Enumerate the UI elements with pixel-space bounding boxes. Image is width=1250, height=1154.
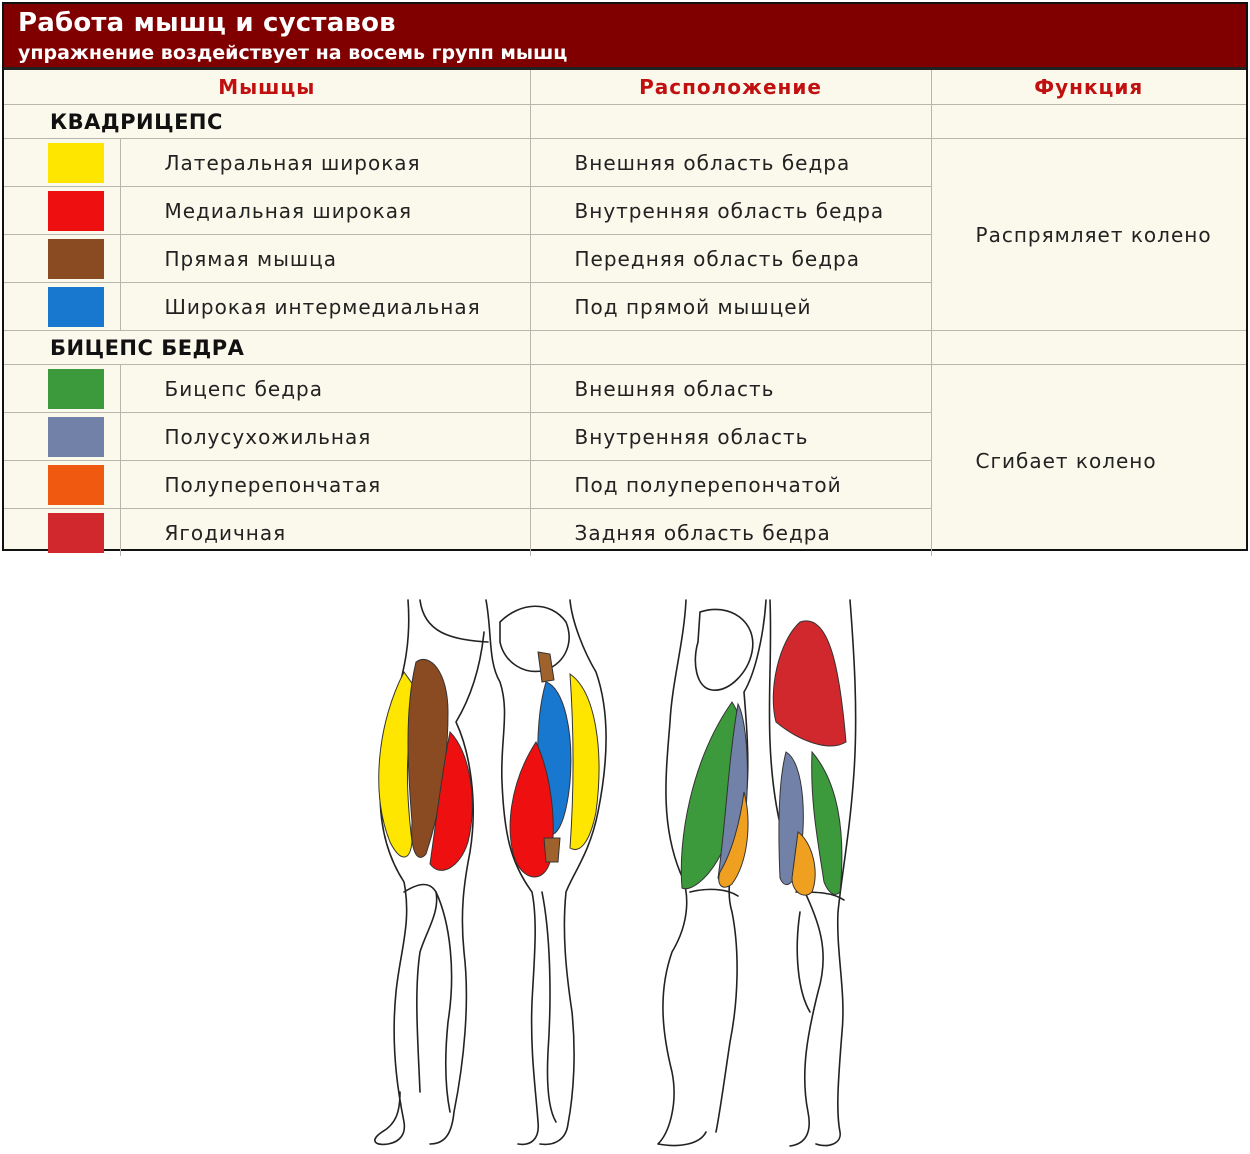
color-swatch [48, 238, 104, 279]
group-name: БИЦЕПС БЕДРА [4, 330, 531, 365]
group-name: КВАДРИЦЕПС [4, 104, 531, 139]
group-row-hamstrings: БИЦЕПС БЕДРА [4, 330, 1247, 365]
column-header-location: Расположение [529, 70, 932, 105]
column-header-function: Функция [930, 70, 1247, 105]
muscle-name: Полуперепончатая [119, 460, 531, 509]
table-row: Широкая интермедиальная Под прямой мышце… [4, 282, 1246, 331]
muscle-name: Бицепс бедра [119, 364, 531, 413]
table-row: Полусухожильная Внутренняя область [4, 412, 1246, 461]
muscle-name: Латеральная широкая [119, 138, 531, 187]
muscle-name: Полусухожильная [119, 412, 531, 461]
color-swatch [48, 190, 104, 231]
semimembranosus-shape [718, 791, 749, 888]
leg-muscle-illustration [374, 599, 857, 1147]
muscle-location: Передняя область бедра [529, 234, 932, 283]
leg-outline-front-2 [485, 599, 540, 1146]
semimembranosus-shape-2 [791, 831, 816, 896]
table-row: Ягодичная Задняя область бедра [4, 508, 1246, 556]
muscle-location: Под прямой мышцей [529, 282, 932, 331]
page-title: Работа мышц и суставов [18, 8, 396, 38]
biceps-femoris-shape-2 [811, 750, 843, 895]
group-empty-cell [529, 330, 932, 365]
group-function: Распрямляет колено [930, 138, 1247, 331]
table-row: Медиальная широкая Внутренняя область бе… [4, 186, 1246, 235]
leg-outline-back-2 [768, 599, 824, 1147]
muscle-location: Внешняя область бедра [529, 138, 932, 187]
muscle-location: Внутренняя область [529, 412, 932, 461]
muscle-table-panel: Работа мышц и суставов упражнение воздей… [2, 2, 1248, 556]
leg-outline-back-1 [657, 599, 707, 1147]
group-empty-cell [529, 104, 932, 139]
gluteus-shape [772, 620, 847, 747]
group-empty-cell [930, 104, 1247, 139]
color-swatch [48, 512, 104, 553]
muscle-location: Внешняя область [529, 364, 932, 413]
muscle-location: Задняя область бедра [529, 508, 932, 556]
column-header-row: Мышцы Расположение Функция [4, 70, 1247, 105]
muscle-location: Под полуперепончатой [529, 460, 932, 509]
color-swatch [48, 286, 104, 327]
color-swatch [48, 142, 104, 183]
color-swatch [48, 416, 104, 457]
tendon-shape [537, 651, 561, 863]
muscle-name: Медиальная широкая [119, 186, 531, 235]
table-row: Полуперепончатая Под полуперепончатой [4, 460, 1246, 509]
group-function: Сгибает колено [930, 364, 1247, 556]
page-subtitle: упражнение воздействует на восемь групп … [18, 42, 568, 64]
color-swatch [48, 368, 104, 409]
table-header-banner: Работа мышц и суставов упражнение воздей… [4, 4, 1246, 70]
table-row: Бицепс бедра Внешняя область Сгибает кол… [4, 364, 1247, 556]
muscle-name: Ягодичная [119, 508, 531, 556]
table-row: Прямая мышца Передняя область бедра [4, 234, 1246, 283]
muscle-table: Мышцы Расположение Функция КВАДРИЦЕПС Ла… [4, 70, 1247, 556]
muscle-name: Широкая интермедиальная [119, 282, 531, 331]
group-empty-cell [930, 330, 1247, 365]
vastus-medialis-shape-2 [509, 740, 554, 878]
table-row: Латеральная широкая Внешняя область бедр… [4, 138, 1247, 331]
column-header-muscles: Мышцы [4, 70, 531, 105]
muscle-name: Прямая мышца [119, 234, 531, 283]
vastus-medialis-shape [429, 730, 473, 871]
muscle-location: Внутренняя область бедра [529, 186, 932, 235]
group-row-quadriceps: КВАДРИЦЕПС [4, 104, 1247, 139]
color-swatch [48, 464, 104, 505]
vastus-lateralis-shape-2 [569, 672, 600, 850]
